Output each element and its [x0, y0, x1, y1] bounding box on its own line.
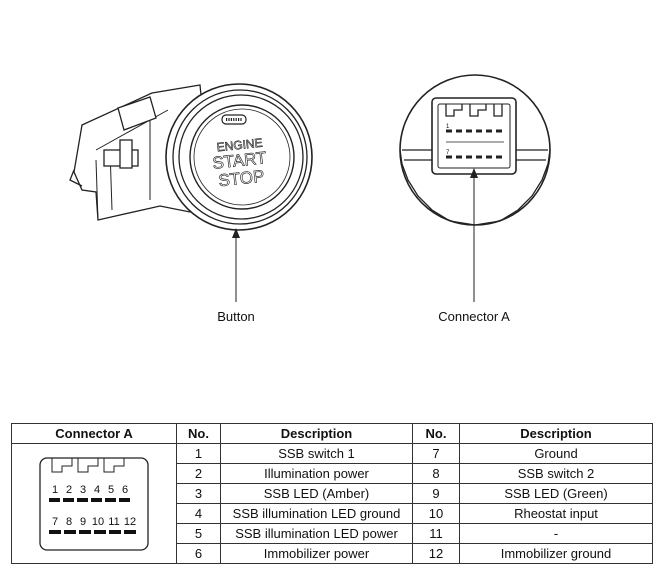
- mini-pin-1: 1: [52, 484, 58, 496]
- mini-pin-3: 3: [80, 484, 86, 496]
- pin-description-table: Connector A No. Description No. Descript…: [11, 423, 653, 564]
- table-header-row: Connector A No. Description No. Descript…: [11, 423, 653, 444]
- engine-text: ENGINE: [216, 136, 263, 155]
- mini-pin-2: 2: [66, 484, 72, 496]
- mini-pin-5: 5: [108, 484, 114, 496]
- pin-number: 7: [412, 443, 460, 464]
- pin-number: 4: [176, 503, 221, 524]
- connector-pin7-marker: 7: [446, 150, 450, 156]
- connector-a-pinout-diagram: 1 2 3 4 5 6 7 8 9 10: [39, 456, 149, 551]
- pin-description: SSB illumination LED power: [220, 523, 413, 544]
- table-row: 1 2 3 4 5 6 7 8 9 10: [11, 443, 653, 564]
- connector-a-pinout-cell: 1 2 3 4 5 6 7 8 9 10: [11, 443, 177, 564]
- pin-description: Immobilizer power: [220, 543, 413, 564]
- pin-description: Immobilizer ground: [459, 543, 653, 564]
- pin-description: SSB switch 2: [459, 463, 653, 484]
- pin-description: SSB illumination LED ground: [220, 503, 413, 524]
- button-face-lettering: ENGINE START STOP: [211, 135, 267, 190]
- pin-description: SSB switch 1: [220, 443, 413, 464]
- pin-description: Rheostat input: [459, 503, 653, 524]
- mini-pin-4: 4: [94, 484, 100, 496]
- header-description-right: Description: [459, 423, 653, 444]
- table-row: 6 Immobilizer power 12 Immobilizer groun…: [12, 543, 653, 564]
- mini-pin-8: 8: [66, 516, 72, 528]
- header-connector: Connector A: [11, 423, 177, 444]
- pin-number: 3: [176, 483, 221, 504]
- connector-side-drawing: [399, 74, 551, 226]
- pin-number: 1: [176, 443, 221, 464]
- pin-number: 2: [176, 463, 221, 484]
- start-stop-button-drawing: [69, 83, 313, 231]
- pin-description: -: [459, 523, 653, 544]
- table-row: 4 SSB illumination LED ground 10 Rheosta…: [12, 503, 653, 524]
- pin-description: Ground: [459, 443, 653, 464]
- button-leader-arrow: [232, 228, 240, 302]
- pin-number: 6: [176, 543, 221, 564]
- pin-number: 9: [412, 483, 460, 504]
- pin-number: 11: [412, 523, 460, 544]
- pin-number: 5: [176, 523, 221, 544]
- pin-description: Illumination power: [220, 463, 413, 484]
- mini-pin-12: 12: [124, 516, 136, 528]
- mini-pin-7: 7: [52, 516, 58, 528]
- mini-pin-6: 6: [122, 484, 128, 496]
- mini-pin-11: 11: [108, 516, 119, 528]
- header-description-left: Description: [220, 423, 413, 444]
- table-row: 3 SSB LED (Amber) 9 SSB LED (Green): [12, 483, 653, 504]
- connector-label: Connector A: [438, 309, 510, 324]
- button-label: Button: [217, 309, 255, 324]
- pin-number: 8: [412, 463, 460, 484]
- header-no-right: No.: [412, 423, 460, 444]
- pin-number: 12: [412, 543, 460, 564]
- table-row: 2 Illumination power 8 SSB switch 2: [12, 463, 653, 484]
- mini-pin-10: 10: [92, 516, 104, 528]
- pin-description: SSB LED (Green): [459, 483, 653, 504]
- pin-description: SSB LED (Amber): [220, 483, 413, 504]
- connector-leader-arrow: [470, 168, 478, 302]
- header-no-left: No.: [176, 423, 221, 444]
- connector-pin1-marker: 1: [446, 124, 450, 130]
- mini-pin-9: 9: [80, 516, 86, 528]
- pin-number: 10: [412, 503, 460, 524]
